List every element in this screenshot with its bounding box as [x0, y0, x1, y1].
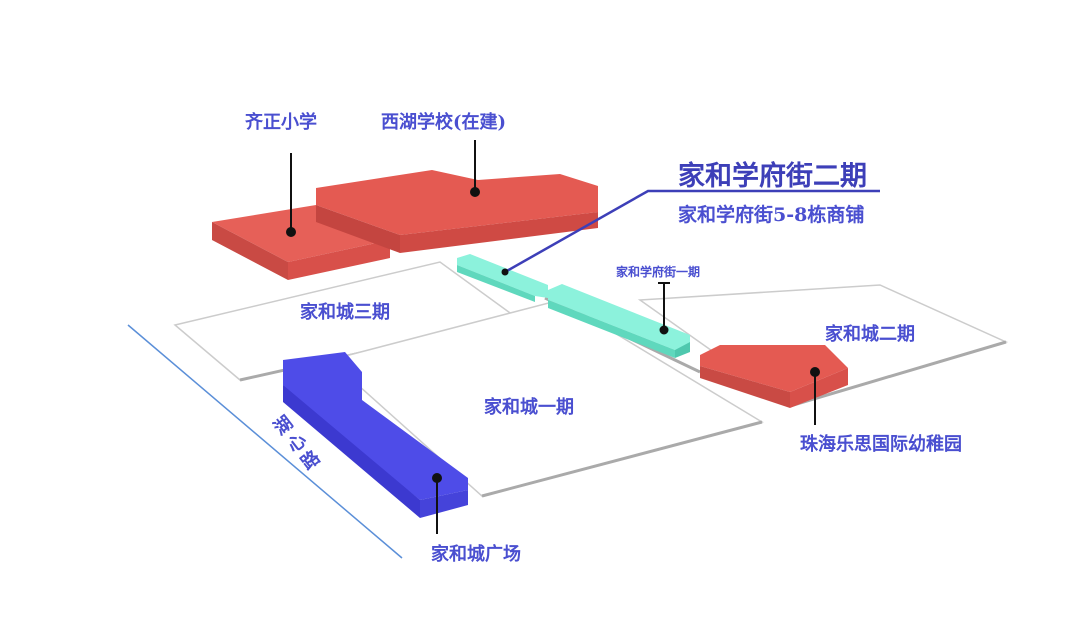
label-phase3: 家和城三期: [300, 302, 390, 323]
label-xuefu1: 家和学府街一期: [616, 265, 701, 279]
building-kindergarten: [700, 345, 848, 408]
plot-phase1-edge: [481, 420, 763, 498]
xuefu2-dot: [501, 268, 509, 276]
label-phase2: 家和城二期: [825, 324, 915, 345]
label-qizheng: 齐正小学: [245, 112, 317, 133]
leader-lines: [286, 140, 820, 534]
label-kindergarten: 珠海乐思国际幼稚园: [800, 434, 962, 455]
building-xuefu2: [457, 254, 548, 302]
xuefu2-leader: [504, 189, 880, 274]
label-xihu: 西湖学校(在建): [381, 112, 507, 133]
building-xihu: [316, 170, 598, 253]
building-xuefu1: [548, 284, 690, 358]
label-xuefu2-sub: 家和学府街5-8栋商铺: [678, 204, 865, 226]
plot-phase2-edge: [789, 340, 1007, 408]
label-phase1: 家和城一期: [484, 397, 574, 418]
building-plaza: [283, 352, 468, 518]
road-line: [127, 324, 403, 559]
label-xuefu2: 家和学府街二期: [678, 161, 867, 192]
label-plaza: 家和城广场: [431, 544, 521, 565]
